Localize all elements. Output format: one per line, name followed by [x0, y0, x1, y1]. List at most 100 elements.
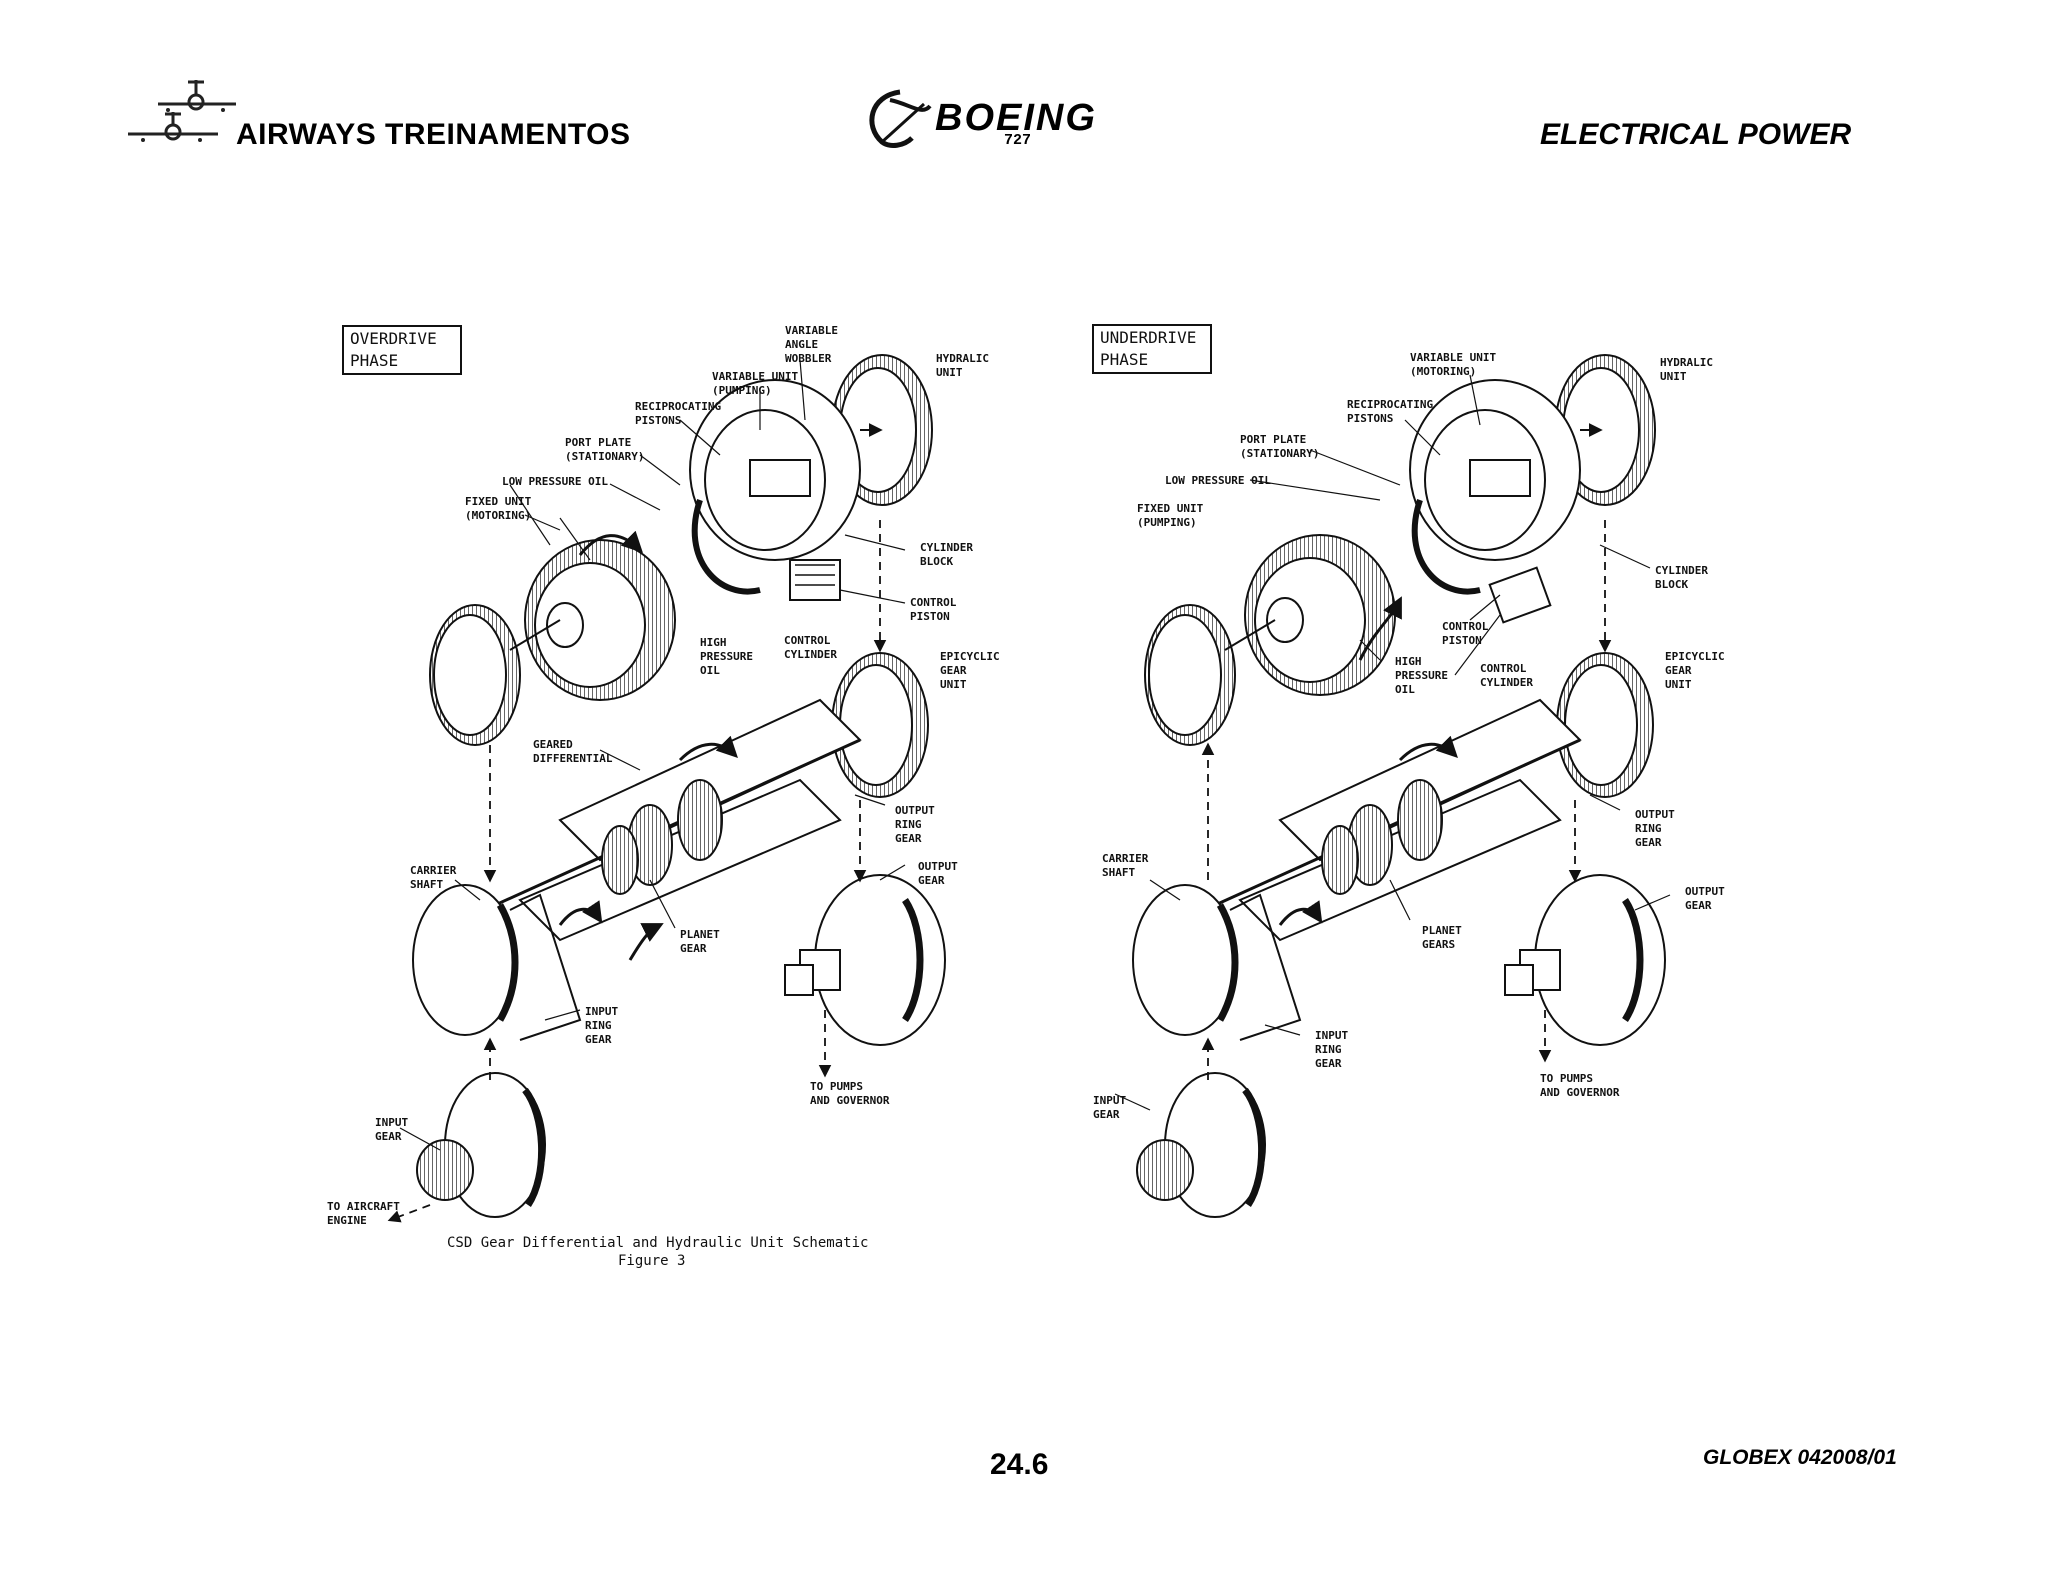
label-r-irg-1: INPUT	[1315, 1029, 1348, 1042]
label-r-vu-2: (MOTORING)	[1410, 365, 1476, 378]
overdrive-phase-box	[342, 325, 462, 375]
label-r-fu-2: (PUMPING)	[1137, 516, 1197, 529]
label-org-3: GEAR	[895, 832, 922, 845]
label-r-lpo: LOW PRESSURE OIL	[1165, 474, 1271, 487]
phase-line-2: PHASE	[350, 351, 398, 370]
input-gear-pinion	[416, 1139, 474, 1201]
label-cp-1: CONTROL	[910, 596, 957, 609]
boeing-logo-icon	[869, 89, 932, 148]
label-vaw-2: ANGLE	[785, 338, 818, 351]
control-cylinder	[789, 559, 841, 601]
label-vu-2: (PUMPING)	[712, 384, 772, 397]
overdrive-panel	[342, 325, 946, 1223]
label-r-rp-1: RECIPROCATING	[1347, 398, 1433, 411]
label-cc-2: CYLINDER	[784, 648, 837, 661]
label-r-cc-1: CONTROL	[1480, 662, 1527, 675]
label-vaw-3: WOBBLER	[785, 352, 832, 365]
label-hu-1: HYDRALIC	[936, 352, 989, 365]
planet-gear-r2	[1397, 779, 1443, 861]
planet-gear-r3	[1321, 825, 1359, 895]
label-rp-2: PISTONS	[635, 414, 681, 427]
phase-r-line-1: UNDERDRIVE	[1100, 328, 1196, 347]
label-r-cb-2: BLOCK	[1655, 578, 1688, 591]
label-vu-1: VARIABLE UNIT	[712, 370, 798, 383]
label-r-cc-2: CYLINDER	[1480, 676, 1533, 689]
label-egu-3: UNIT	[940, 678, 967, 691]
label-lpo: LOW PRESSURE OIL	[502, 475, 608, 488]
underdrive-panel	[1092, 324, 1671, 1218]
label-r-og-2: GEAR	[1685, 899, 1712, 912]
control-cylinder-r	[1488, 566, 1552, 624]
label-pg-1: PLANET	[680, 928, 720, 941]
phase-r-line-2: PHASE	[1100, 350, 1148, 369]
label-tae-2: ENGINE	[327, 1214, 367, 1227]
planet-gear-3	[601, 825, 639, 895]
label-cb-1: CYLINDER	[920, 541, 973, 554]
label-r-egu-3: UNIT	[1665, 678, 1692, 691]
label-r-irg-2: RING	[1315, 1043, 1342, 1056]
label-r-ig-2: GEAR	[1093, 1108, 1120, 1121]
svg-text:OVERDRIVE: OVERDRIVE	[350, 329, 437, 348]
label-gd-1: GEARED	[533, 738, 573, 751]
label-r-ig-1: INPUT	[1093, 1094, 1126, 1107]
boeing-wordmark: BOEING	[935, 97, 1097, 139]
label-hpo-2: PRESSURE	[700, 650, 753, 663]
label-vaw-1: VARIABLE	[785, 324, 838, 337]
label-r-org-2: RING	[1635, 822, 1662, 835]
label-r-hu-1: HYDRALIC	[1660, 356, 1713, 369]
label-r-pg-2: GEARS	[1422, 938, 1455, 951]
label-cp-2: PISTON	[910, 610, 950, 623]
label-irg-3: GEAR	[585, 1033, 612, 1046]
label-tp-1: TO PUMPS	[810, 1080, 863, 1093]
label-rp-1: RECIPROCATING	[635, 400, 721, 413]
svg-text:UNDERDRIVE: UNDERDRIVE	[1100, 328, 1196, 347]
section-title: ELECTRICAL POWER	[1540, 118, 1852, 151]
svg-text:PHASE: PHASE	[350, 351, 398, 370]
label-r-vu-1: VARIABLE UNIT	[1410, 351, 1496, 364]
label-r-fu-1: FIXED UNIT	[1137, 502, 1204, 515]
label-irg-1: INPUT	[585, 1005, 618, 1018]
page-number: 24.6	[990, 1448, 1049, 1481]
label-egu-2: GEAR	[940, 664, 967, 677]
aircraft-model: 727	[1004, 132, 1032, 149]
label-ig-2: GEAR	[375, 1130, 402, 1143]
label-r-egu-2: GEAR	[1665, 664, 1692, 677]
label-r-pg-1: PLANET	[1422, 924, 1462, 937]
svg-text:PHASE: PHASE	[1100, 350, 1148, 369]
label-r-tp-2: AND GOVERNOR	[1540, 1086, 1620, 1099]
label-fu-1: FIXED UNIT	[465, 495, 532, 508]
airways-logo-icon	[128, 80, 236, 142]
label-cs-1: CARRIER	[410, 864, 457, 877]
label-r-hpo-1: HIGH	[1395, 655, 1422, 668]
label-ig-1: INPUT	[375, 1116, 408, 1129]
planet-gear-2	[677, 779, 723, 861]
label-pg-2: GEAR	[680, 942, 707, 955]
label-hpo-3: OIL	[700, 664, 720, 677]
port-plate	[691, 499, 761, 595]
underdrive-phase-box	[1092, 324, 1212, 374]
label-tp-2: AND GOVERNOR	[810, 1094, 890, 1107]
label-irg-2: RING	[585, 1019, 612, 1032]
label-cs-2: SHAFT	[410, 878, 443, 891]
label-r-cb-1: CYLINDER	[1655, 564, 1708, 577]
label-r-rp-2: PISTONS	[1347, 412, 1393, 425]
label-og-1: OUTPUT	[918, 860, 958, 873]
overdrive-labels: OVERDRIVE PHASE VARIABLE ANGLE WOBBLER V…	[327, 324, 1000, 1269]
label-r-org-1: OUTPUT	[1635, 808, 1675, 821]
label-r-cp-2: PISTON	[1442, 634, 1482, 647]
dash-link-6	[387, 1204, 431, 1223]
document-code: GLOBEX 042008/01	[1703, 1446, 1897, 1469]
company-name: AIRWAYS TREINAMENTOS	[236, 118, 631, 151]
label-hu-2: UNIT	[936, 366, 963, 379]
underdrive-labels: UNDERDRIVE PHASE VARIABLE UNIT (MOTORING…	[1093, 328, 1725, 1121]
label-r-pp-1: PORT PLATE	[1240, 433, 1306, 446]
label-tae-1: TO AIRCRAFT	[327, 1200, 400, 1213]
label-org-2: RING	[895, 818, 922, 831]
label-cc-1: CONTROL	[784, 634, 831, 647]
label-r-tp-1: TO PUMPS	[1540, 1072, 1593, 1085]
label-og-2: GEAR	[918, 874, 945, 887]
label-r-og-1: OUTPUT	[1685, 885, 1725, 898]
label-hpo-1: HIGH	[700, 636, 727, 649]
label-r-org-3: GEAR	[1635, 836, 1662, 849]
